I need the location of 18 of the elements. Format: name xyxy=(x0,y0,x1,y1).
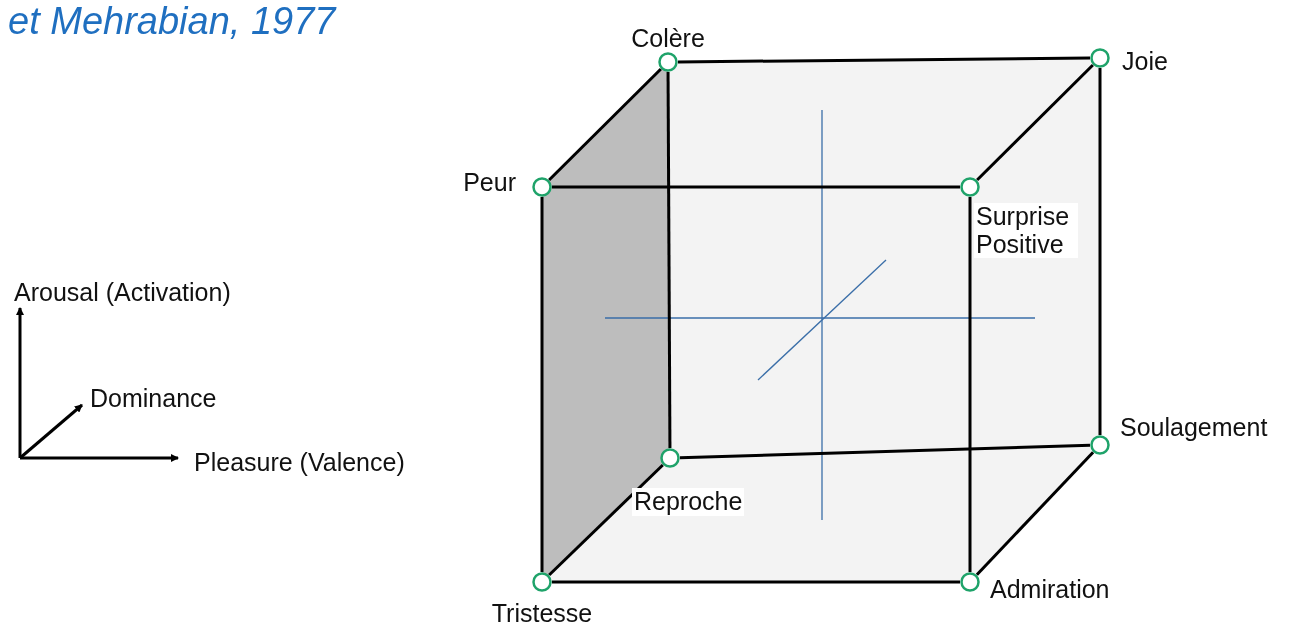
cube-edge xyxy=(968,197,972,572)
emotion-label: Surprise Positive xyxy=(974,203,1078,258)
title: et Mehrabian, 1977 xyxy=(8,0,336,43)
axis-label: Dominance xyxy=(90,384,217,413)
cube-edge xyxy=(548,67,662,182)
cube-edge xyxy=(1098,68,1102,435)
cube-edge xyxy=(975,451,1095,576)
emotion-label: Reproche xyxy=(632,488,745,516)
axis-label: Arousal (Activation) xyxy=(14,278,231,307)
cube-edge xyxy=(976,63,1094,182)
cube-edge xyxy=(540,197,544,572)
cube-edge xyxy=(678,56,1090,64)
cube-edge xyxy=(666,72,672,448)
cube-edge xyxy=(679,443,1091,460)
cube-edge xyxy=(552,580,960,584)
cube-edge xyxy=(548,463,664,577)
axis-label: Pleasure (Valence) xyxy=(194,448,405,477)
cube-edge xyxy=(552,185,960,189)
